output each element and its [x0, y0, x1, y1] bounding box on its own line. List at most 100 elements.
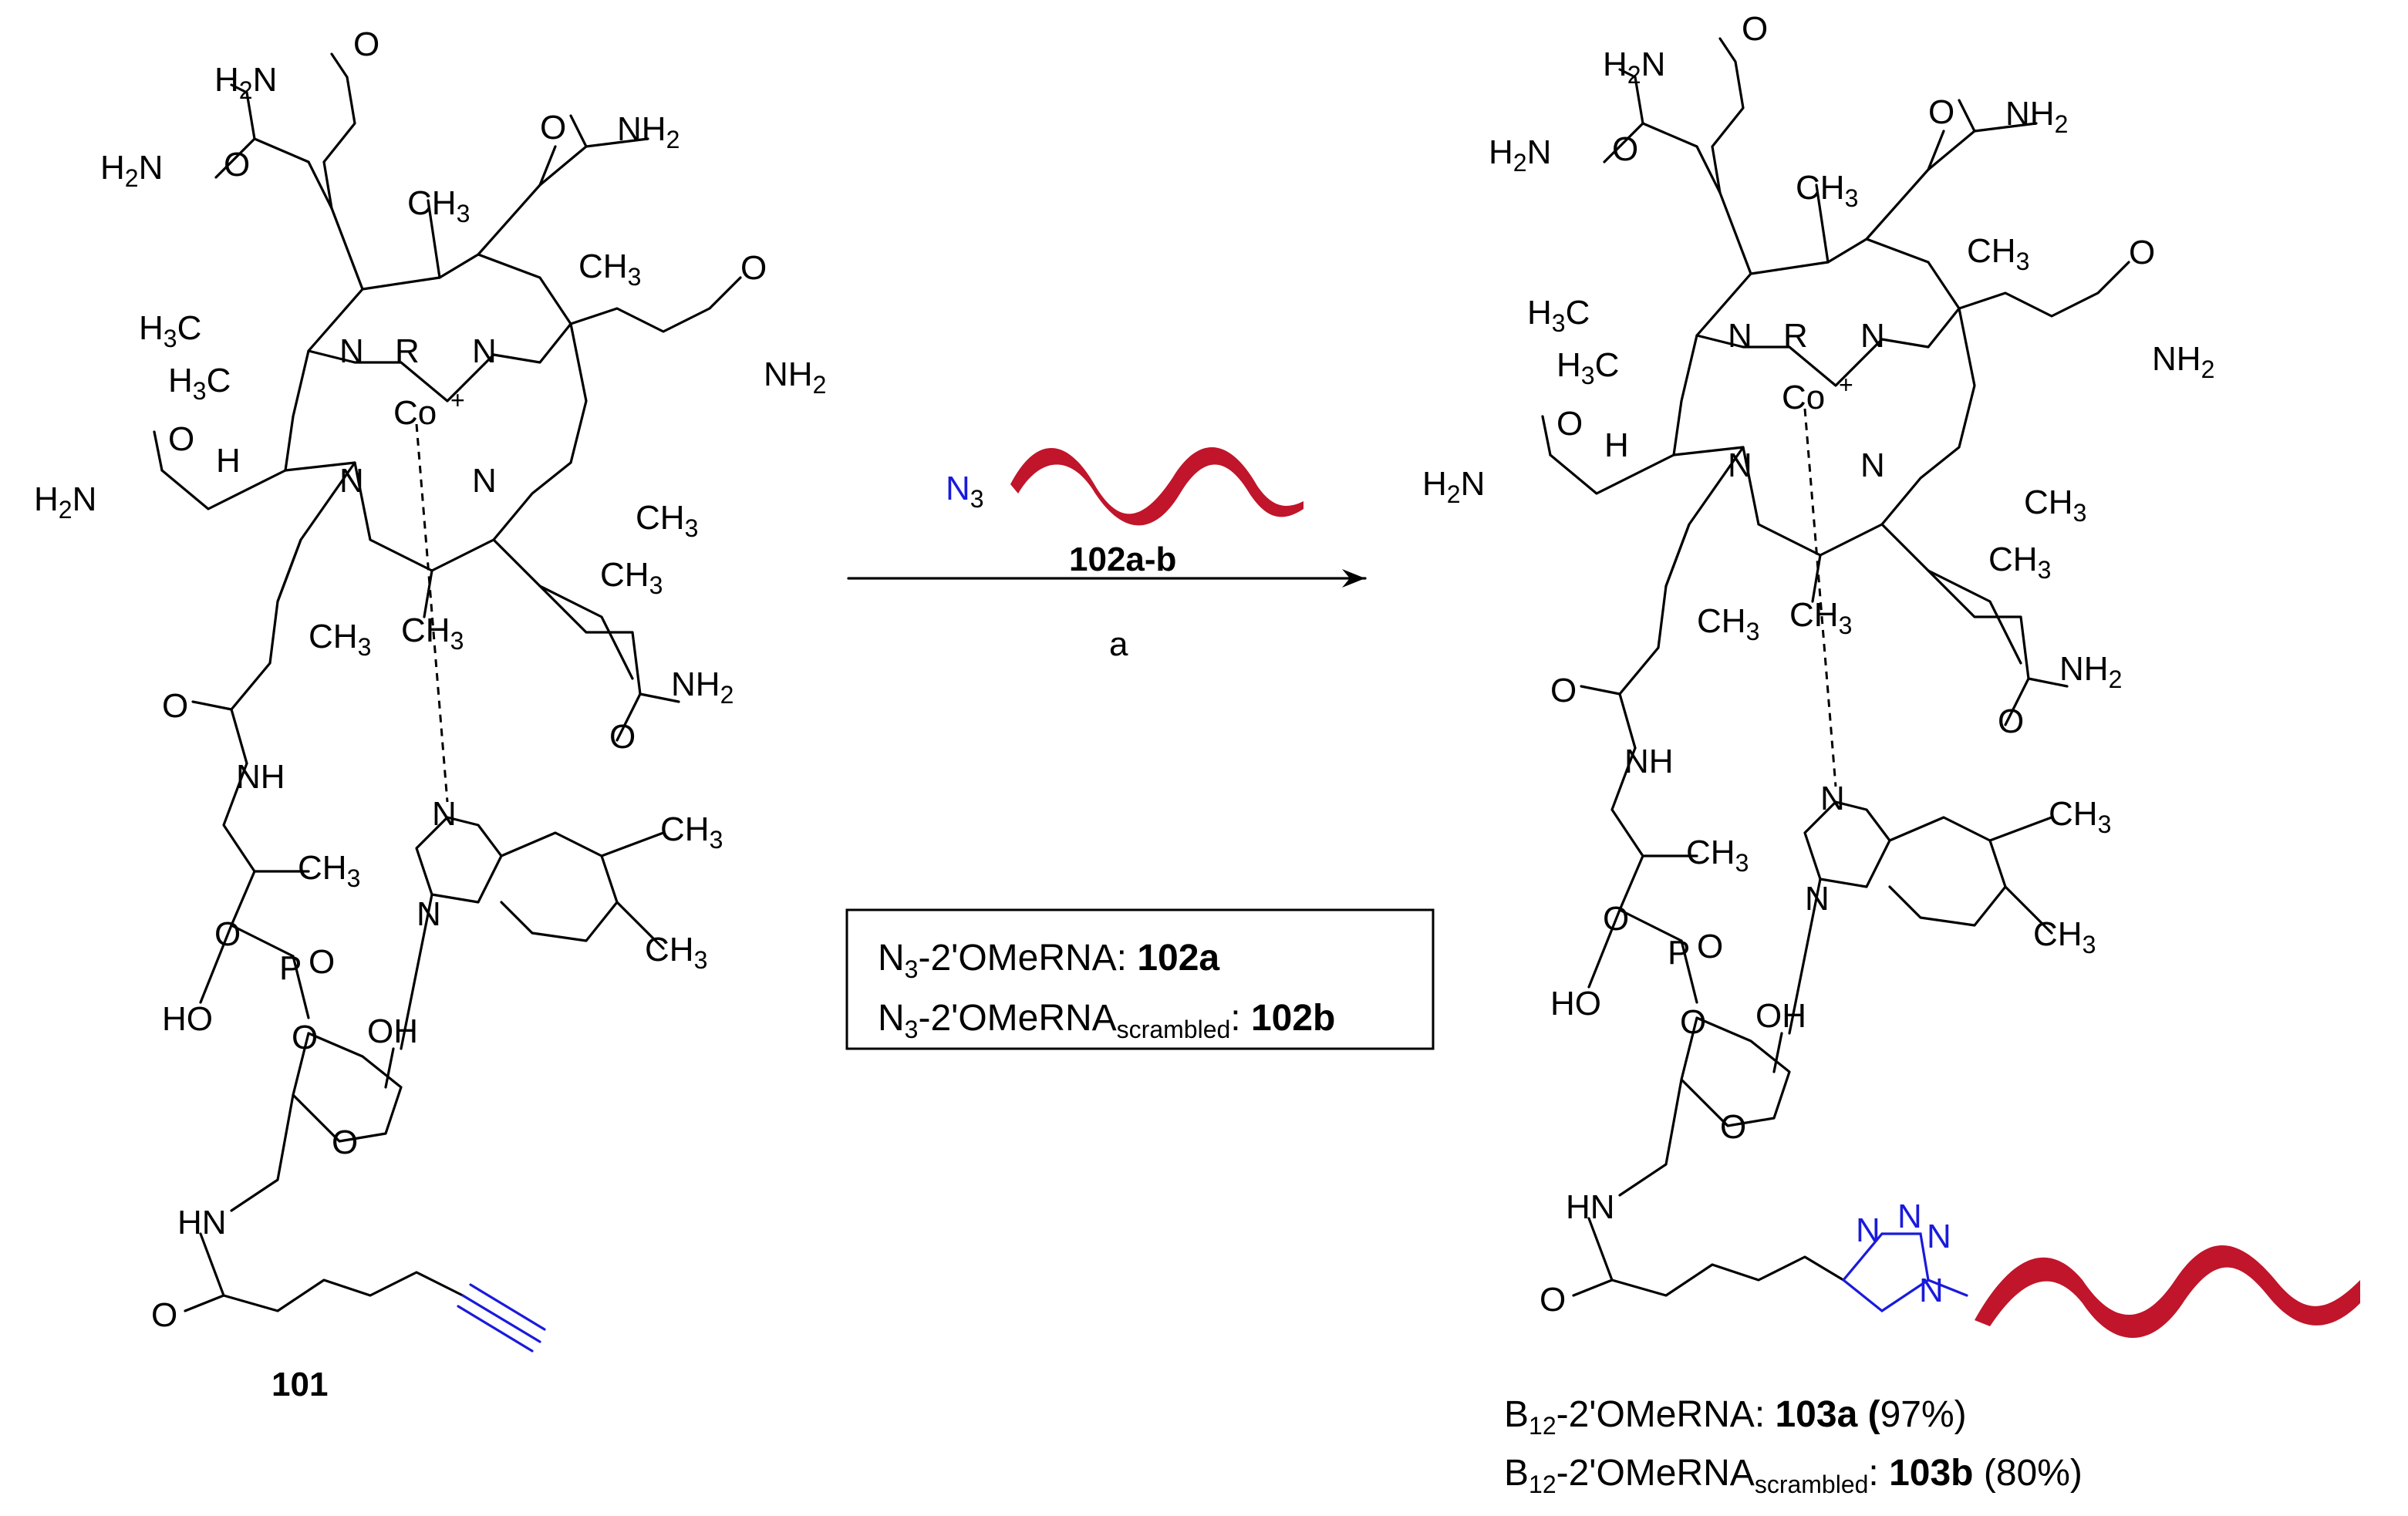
- svg-text:R: R: [1783, 317, 1808, 355]
- azide-label: N3: [946, 470, 984, 513]
- svg-text:N: N: [339, 462, 364, 500]
- svg-text:O: O: [1603, 900, 1629, 938]
- svg-text:P: P: [279, 949, 302, 987]
- svg-text:CH3: CH3: [298, 849, 360, 892]
- svg-text:N: N: [1860, 446, 1885, 484]
- svg-text:O: O: [1550, 672, 1577, 709]
- svg-text:N: N: [1897, 1198, 1922, 1235]
- svg-text:OH: OH: [367, 1012, 418, 1050]
- svg-text:O: O: [1742, 10, 1768, 48]
- svg-text:OH: OH: [1755, 997, 1806, 1035]
- svg-text:H2N: H2N: [1489, 133, 1551, 177]
- svg-text:NH2: NH2: [764, 355, 826, 399]
- svg-text:CH3: CH3: [645, 931, 707, 974]
- svg-text:CH3: CH3: [1686, 834, 1749, 877]
- svg-text:CH3: CH3: [1988, 541, 2051, 584]
- svg-text:H: H: [1604, 426, 1629, 464]
- svg-text:NH2: NH2: [2059, 650, 2122, 693]
- svg-text:O: O: [609, 718, 636, 756]
- svg-text:N: N: [1820, 780, 1845, 817]
- svg-text:N: N: [1805, 880, 1830, 918]
- svg-text:O: O: [162, 687, 188, 725]
- svg-text:NH2: NH2: [671, 665, 734, 709]
- svg-text:N: N: [417, 895, 441, 933]
- svg-text:CH3: CH3: [600, 556, 663, 599]
- svg-text:CH3: CH3: [1967, 232, 2029, 275]
- svg-text:O: O: [353, 25, 379, 63]
- svg-text:O: O: [151, 1296, 177, 1334]
- svg-text:O: O: [1697, 928, 1723, 965]
- svg-text:CH3: CH3: [401, 611, 464, 655]
- svg-text:O: O: [740, 249, 767, 287]
- svg-text:Co: Co: [1782, 379, 1825, 416]
- svg-text:H3C: H3C: [168, 362, 231, 405]
- svg-text:N: N: [472, 462, 497, 500]
- reactant-atom-labels: H2N O H2N O O NH2 CH3 H3C H3C CH3 O NH2 …: [34, 25, 826, 1403]
- svg-text:CH3: CH3: [2024, 483, 2086, 527]
- svg-text:N: N: [1927, 1218, 1951, 1255]
- reaction-arrow-group: N3 102a-b a N3-2'OMeRNA: 102a N3-2'OMeRN…: [845, 447, 1435, 1050]
- svg-text:O: O: [332, 1124, 358, 1161]
- svg-text:O: O: [1998, 702, 2024, 740]
- svg-text:O: O: [1556, 405, 1583, 443]
- svg-text:NH: NH: [236, 758, 285, 796]
- svg-text:+: +: [1839, 371, 1853, 399]
- svg-text:O: O: [1612, 130, 1638, 168]
- svg-text:N: N: [1728, 446, 1752, 484]
- svg-text:Co: Co: [393, 394, 437, 432]
- svg-text:HO: HO: [162, 1000, 213, 1038]
- svg-text:CH3: CH3: [1796, 169, 1858, 212]
- svg-text:H3C: H3C: [139, 309, 201, 352]
- product-line-103b: B12-2'OMeRNAscrambled: 103b (80%): [1504, 1453, 2083, 1498]
- svg-text:H2N: H2N: [34, 480, 96, 524]
- svg-text:R: R: [395, 332, 420, 370]
- svg-text:HN: HN: [1566, 1188, 1615, 1226]
- svg-text:CH3: CH3: [309, 618, 371, 661]
- svg-text:CH3: CH3: [660, 810, 723, 854]
- svg-text:CH3: CH3: [2049, 795, 2111, 838]
- svg-text:CH3: CH3: [1697, 602, 1759, 645]
- svg-text:H: H: [216, 442, 241, 480]
- svg-text:H2N: H2N: [1422, 465, 1485, 508]
- legend-box: [845, 908, 1435, 1050]
- svg-text:N: N: [472, 332, 497, 370]
- svg-text:CH3: CH3: [1789, 596, 1852, 639]
- svg-text:O: O: [1720, 1108, 1746, 1146]
- svg-text:N: N: [1919, 1272, 1944, 1309]
- svg-text:O: O: [168, 420, 194, 458]
- cobalamin-alkyne-101: [153, 52, 742, 1353]
- svg-text:O: O: [309, 943, 335, 981]
- svg-text:HO: HO: [1550, 985, 1601, 1022]
- svg-text:NH2: NH2: [617, 110, 680, 153]
- svg-text:N: N: [1860, 317, 1885, 355]
- svg-text:N: N: [432, 795, 457, 833]
- rna-ribbon-reagent: [1010, 447, 1303, 526]
- svg-text:NH2: NH2: [2005, 95, 2068, 138]
- svg-text:CH3: CH3: [2033, 915, 2096, 958]
- compound-label-101: 101: [271, 1366, 328, 1403]
- svg-text:N: N: [339, 332, 364, 370]
- svg-text:N: N: [1856, 1211, 1880, 1249]
- svg-text:NH2: NH2: [2152, 340, 2214, 383]
- svg-text:CH3: CH3: [407, 184, 470, 227]
- svg-text:H3C: H3C: [1556, 346, 1619, 389]
- reagent-label: 102a-b: [1069, 541, 1176, 578]
- svg-text:O: O: [540, 109, 566, 147]
- svg-text:P: P: [1668, 934, 1690, 972]
- product-captions: B12-2'OMeRNA: 103a (97%) B12-2'OMeRNAscr…: [1504, 1394, 2083, 1498]
- svg-text:+: +: [450, 386, 465, 414]
- svg-text:H2N: H2N: [1603, 45, 1665, 89]
- condition-label: a: [1109, 625, 1128, 663]
- rna-ribbon-product: [1975, 1245, 2360, 1338]
- legend-line-102b: N3-2'OMeRNAscrambled: 102b: [878, 998, 1335, 1043]
- product-line-103a: B12-2'OMeRNA: 103a (97%): [1504, 1394, 1967, 1440]
- svg-text:O: O: [1680, 1003, 1706, 1041]
- legend-line-102a: N3-2'OMeRNA: 102a: [878, 938, 1219, 983]
- svg-text:NH: NH: [1624, 743, 1674, 780]
- svg-text:O: O: [2129, 234, 2155, 271]
- cobalamin-rna-conjugate-103: [1541, 37, 2130, 1312]
- svg-text:HN: HN: [177, 1204, 227, 1241]
- svg-text:H2N: H2N: [100, 149, 163, 192]
- product-atom-labels: H2N O H2N O O NH2 CH3 H3C H3C CH3 O NH2 …: [1422, 10, 2214, 1319]
